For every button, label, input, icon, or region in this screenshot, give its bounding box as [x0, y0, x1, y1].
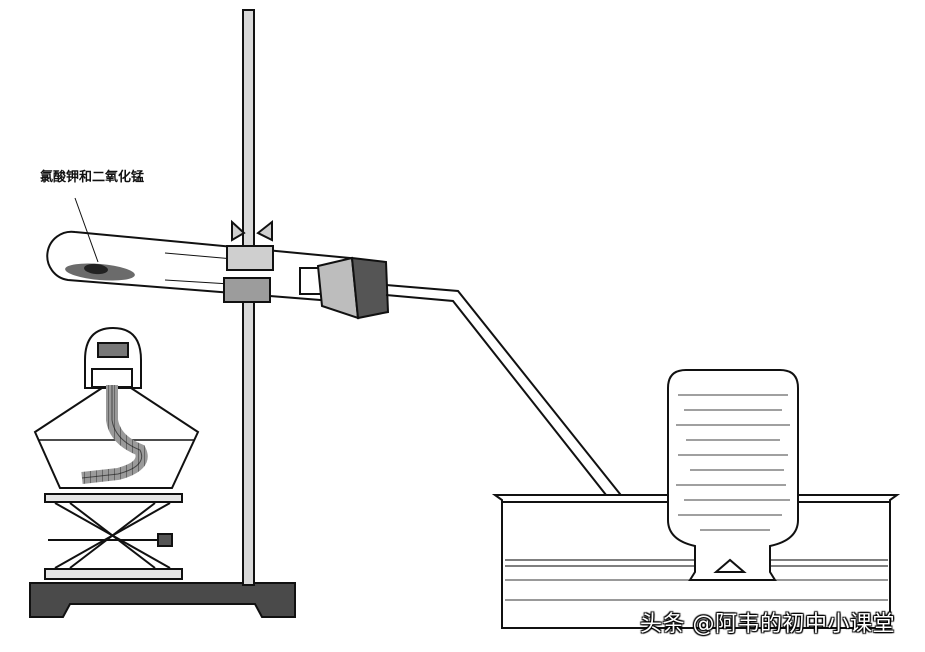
rubber-stopper: [299, 256, 390, 320]
alcohol-lamp: [33, 326, 200, 489]
reagent-label: 氯酸钾和二氧化锰: [40, 170, 145, 185]
collection-bottle: [667, 369, 799, 581]
label-pointer: [74, 197, 99, 263]
iron-stand: [29, 9, 296, 618]
lab-jack: [44, 493, 183, 580]
test-tube: [46, 197, 352, 304]
stand-base: [29, 582, 296, 618]
watermark: 头条 @阿韦的初中小课堂: [640, 612, 895, 637]
clamp: [223, 219, 274, 303]
